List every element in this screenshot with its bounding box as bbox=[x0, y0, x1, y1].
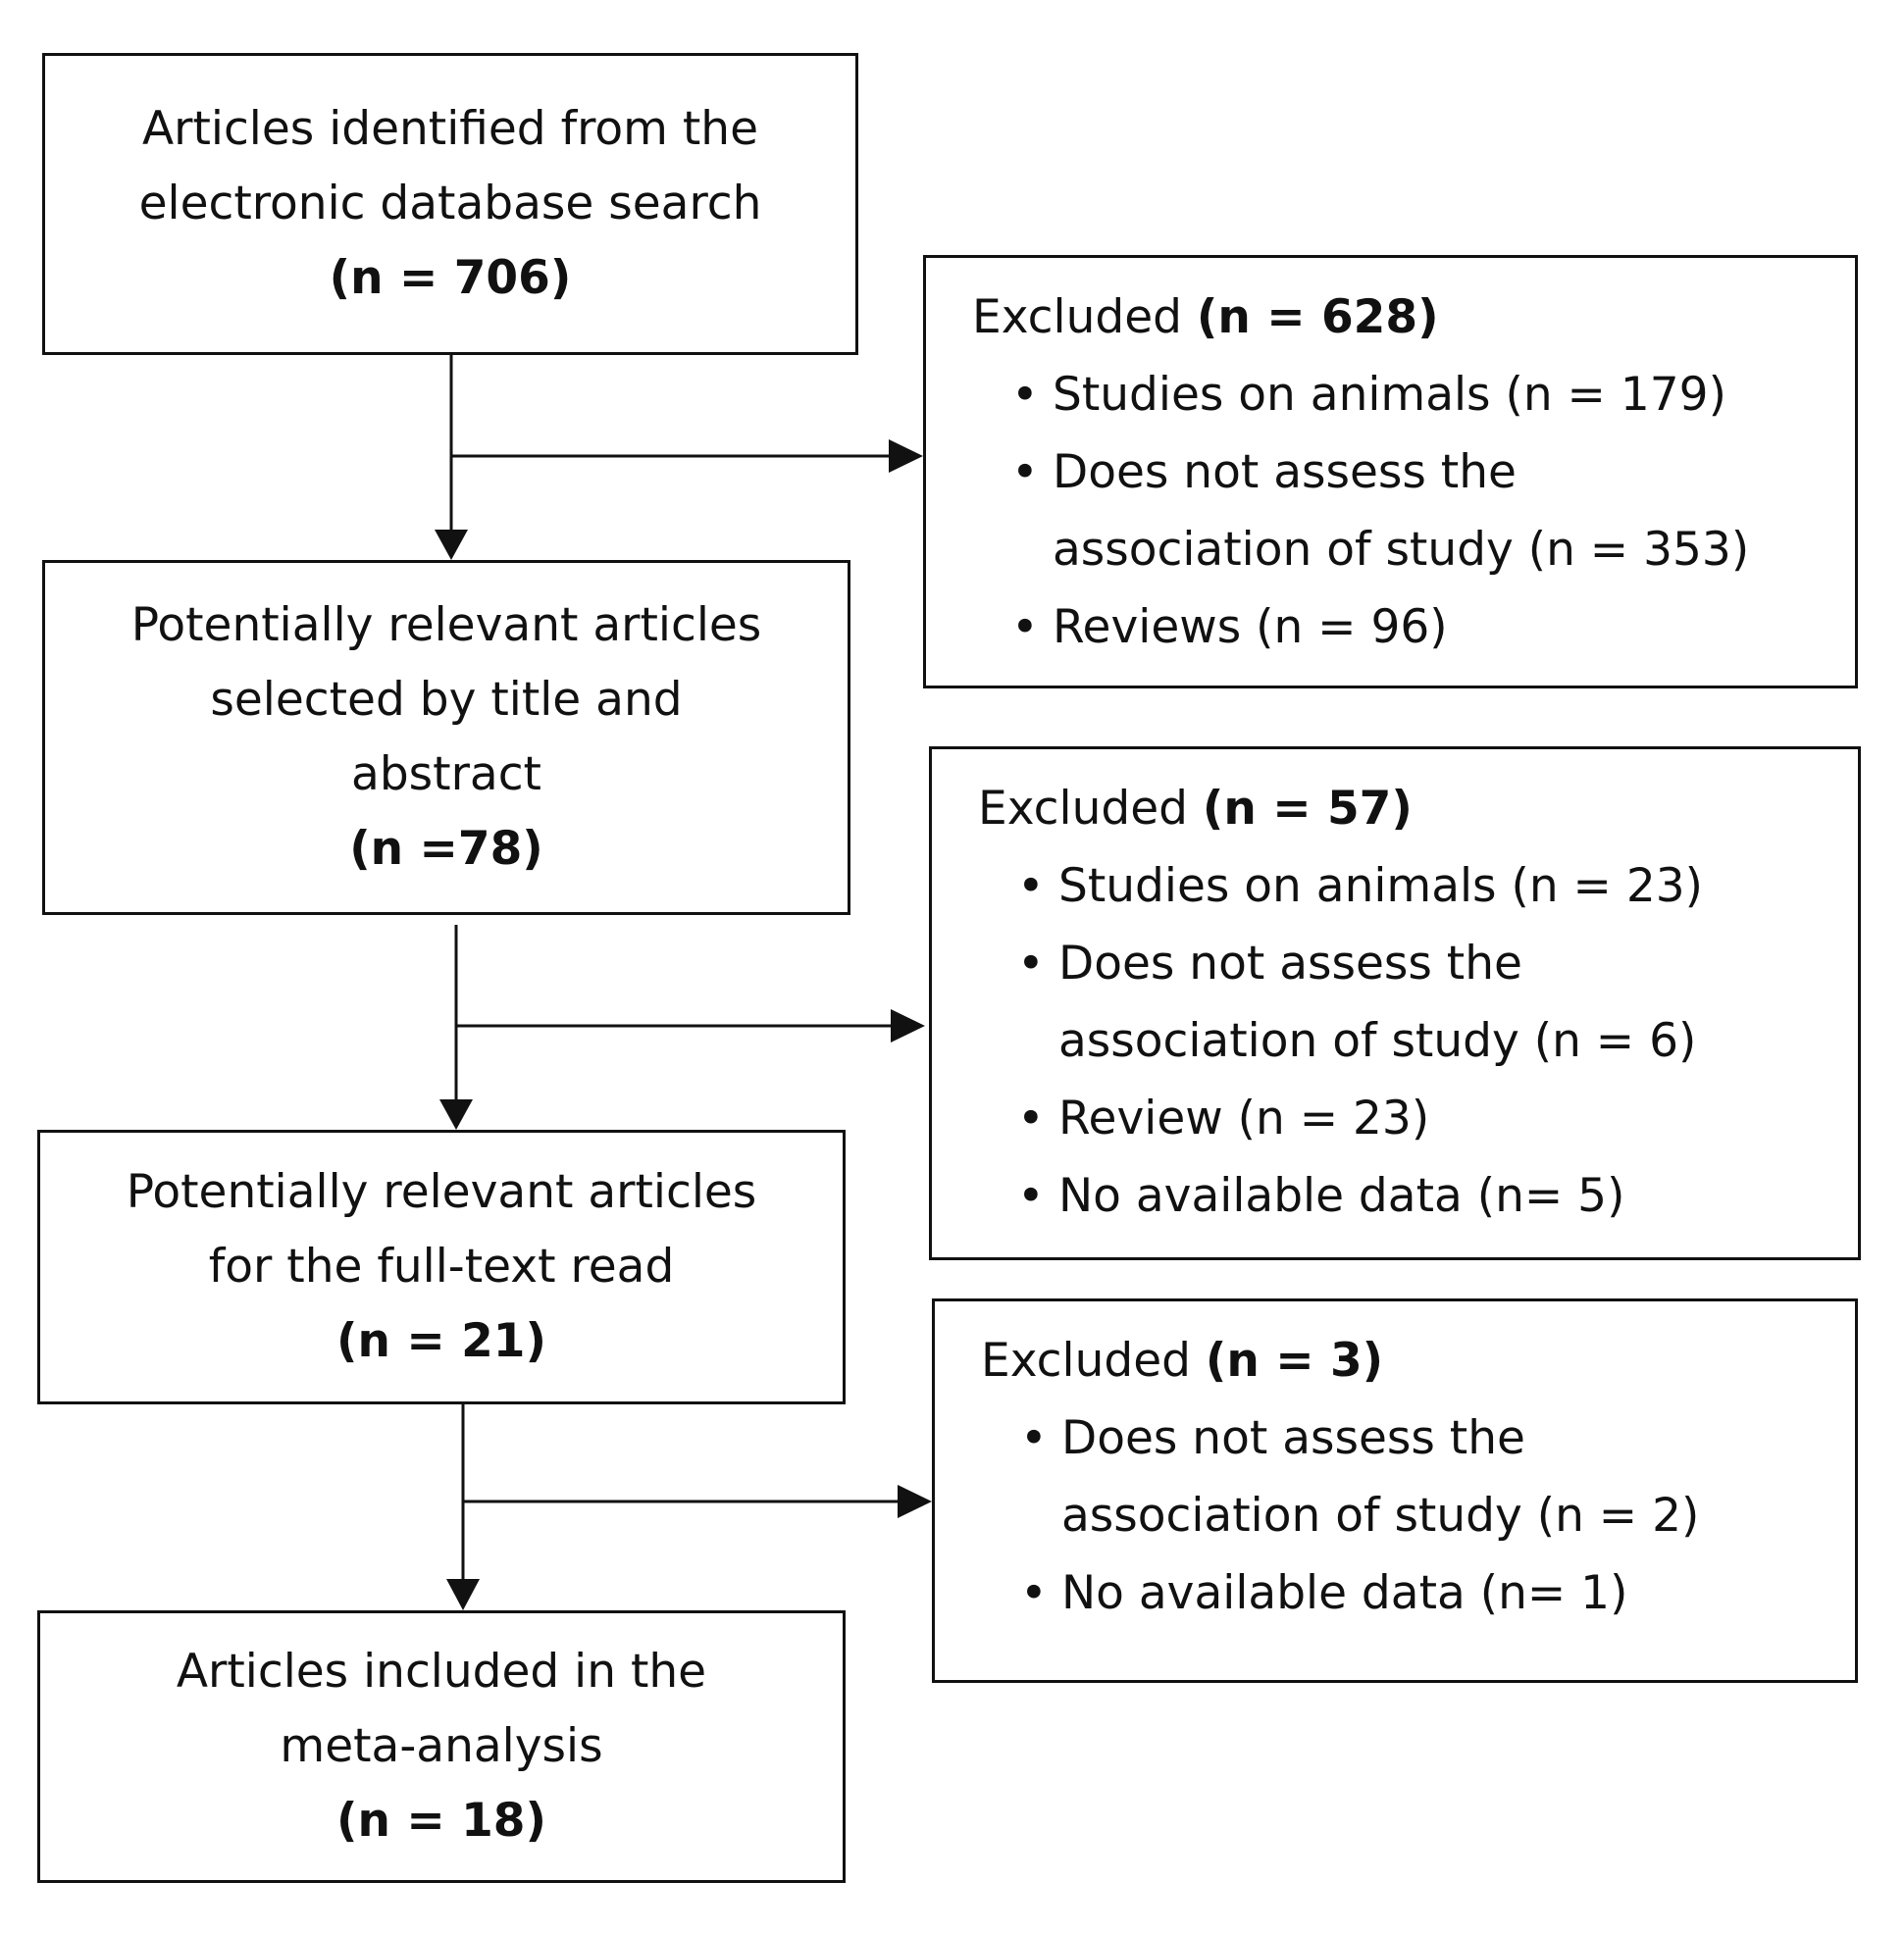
bullet-icon: • bbox=[1020, 1566, 1048, 1620]
stage-identified-line-1: Articles identified from the bbox=[141, 102, 759, 156]
bullet-icon: • bbox=[1017, 1092, 1045, 1145]
exclusion-heading-2: Excluded (n = 57) bbox=[978, 770, 1858, 847]
stage-included-box: Articles included in the meta-analysis (… bbox=[37, 1610, 846, 1883]
arrowhead-down-1 bbox=[435, 530, 468, 560]
stage-screened-count: (n =78) bbox=[349, 822, 543, 876]
stage-included-line-2: meta-analysis bbox=[280, 1719, 603, 1773]
exclusion-label-2: Excluded bbox=[978, 782, 1188, 836]
exclusion-reason: Does not assess the bbox=[1058, 937, 1522, 991]
stage-screened-line-3: abstract bbox=[351, 747, 541, 801]
arrowhead-down-3 bbox=[446, 1579, 480, 1610]
exclusion-reason: No available data (n= 5) bbox=[1058, 1169, 1625, 1223]
exclusion-box-3: Excluded (n = 3) • Does not assess the a… bbox=[932, 1298, 1858, 1683]
exclusion-reason-continued: association of study (n = 2) bbox=[1061, 1489, 1700, 1543]
exclusion-count-1: (n = 628) bbox=[1196, 290, 1439, 344]
stage-fulltext-count: (n = 21) bbox=[336, 1314, 546, 1368]
stage-screened-line-2: selected by title and bbox=[210, 673, 683, 727]
exclusion-heading-3: Excluded (n = 3) bbox=[981, 1322, 1855, 1399]
list-item: • Does not assess the association of stu… bbox=[1020, 1399, 1855, 1554]
list-item: • Studies on animals (n = 179) bbox=[1011, 356, 1855, 433]
exclusion-reason: Does not assess the bbox=[1053, 445, 1517, 499]
exclusion-label-1: Excluded bbox=[972, 290, 1182, 344]
bullet-icon: • bbox=[1017, 859, 1045, 913]
bullet-icon: • bbox=[1017, 1169, 1045, 1223]
arrowhead-right-3 bbox=[898, 1485, 932, 1518]
bullet-icon: • bbox=[1011, 368, 1039, 422]
list-item: • Studies on animals (n = 23) bbox=[1017, 847, 1858, 925]
exclusion-label-3: Excluded bbox=[981, 1334, 1191, 1388]
exclusion-reason: Studies on animals (n = 179) bbox=[1053, 368, 1726, 422]
list-item: • No available data (n= 5) bbox=[1017, 1157, 1858, 1235]
exclusion-reason: Reviews (n = 96) bbox=[1053, 600, 1448, 654]
exclusion-count-3: (n = 3) bbox=[1205, 1334, 1384, 1388]
list-item: • Does not assess the association of stu… bbox=[1011, 433, 1855, 588]
bullet-icon: • bbox=[1011, 600, 1039, 654]
exclusion-list-1: • Studies on animals (n = 179) • Does no… bbox=[972, 356, 1855, 666]
list-item: • Does not assess the association of stu… bbox=[1017, 925, 1858, 1080]
exclusion-reason: Does not assess the bbox=[1061, 1411, 1525, 1465]
exclusion-reason: Review (n = 23) bbox=[1058, 1092, 1430, 1145]
stage-fulltext-line-1: Potentially relevant articles bbox=[126, 1165, 757, 1219]
bullet-icon: • bbox=[1011, 445, 1039, 499]
stage-identified-count: (n = 706) bbox=[329, 251, 572, 305]
exclusion-reason: No available data (n= 1) bbox=[1061, 1566, 1628, 1620]
stage-included-line-1: Articles included in the bbox=[176, 1645, 707, 1699]
stage-identified-line-2: electronic database search bbox=[138, 177, 762, 230]
list-item: • No available data (n= 1) bbox=[1020, 1554, 1855, 1632]
exclusion-box-1: Excluded (n = 628) • Studies on animals … bbox=[923, 255, 1858, 688]
exclusion-reason: Studies on animals (n = 23) bbox=[1058, 859, 1704, 913]
exclusion-list-3: • Does not assess the association of stu… bbox=[981, 1399, 1855, 1632]
arrowhead-right-2 bbox=[891, 1009, 925, 1043]
exclusion-count-2: (n = 57) bbox=[1202, 782, 1413, 836]
exclusion-list-2: • Studies on animals (n = 23) • Does not… bbox=[978, 847, 1858, 1235]
arrowhead-right-1 bbox=[889, 439, 923, 473]
stage-included-count: (n = 18) bbox=[336, 1794, 546, 1848]
exclusion-reason-continued: association of study (n = 353) bbox=[1053, 523, 1750, 577]
stage-screened-line-1: Potentially relevant articles bbox=[130, 598, 762, 652]
bullet-icon: • bbox=[1017, 937, 1045, 991]
exclusion-reason-continued: association of study (n = 6) bbox=[1058, 1014, 1697, 1068]
stage-identified-box: Articles identified from the electronic … bbox=[42, 53, 858, 355]
arrowhead-down-2 bbox=[439, 1099, 473, 1130]
list-item: • Review (n = 23) bbox=[1017, 1080, 1858, 1157]
stage-fulltext-line-2: for the full-text read bbox=[208, 1240, 675, 1294]
exclusion-box-2: Excluded (n = 57) • Studies on animals (… bbox=[929, 746, 1861, 1260]
list-item: • Reviews (n = 96) bbox=[1011, 588, 1855, 666]
exclusion-heading-1: Excluded (n = 628) bbox=[972, 279, 1855, 356]
bullet-icon: • bbox=[1020, 1411, 1048, 1465]
stage-fulltext-box: Potentially relevant articles for the fu… bbox=[37, 1130, 846, 1404]
stage-screened-box: Potentially relevant articles selected b… bbox=[42, 560, 850, 915]
